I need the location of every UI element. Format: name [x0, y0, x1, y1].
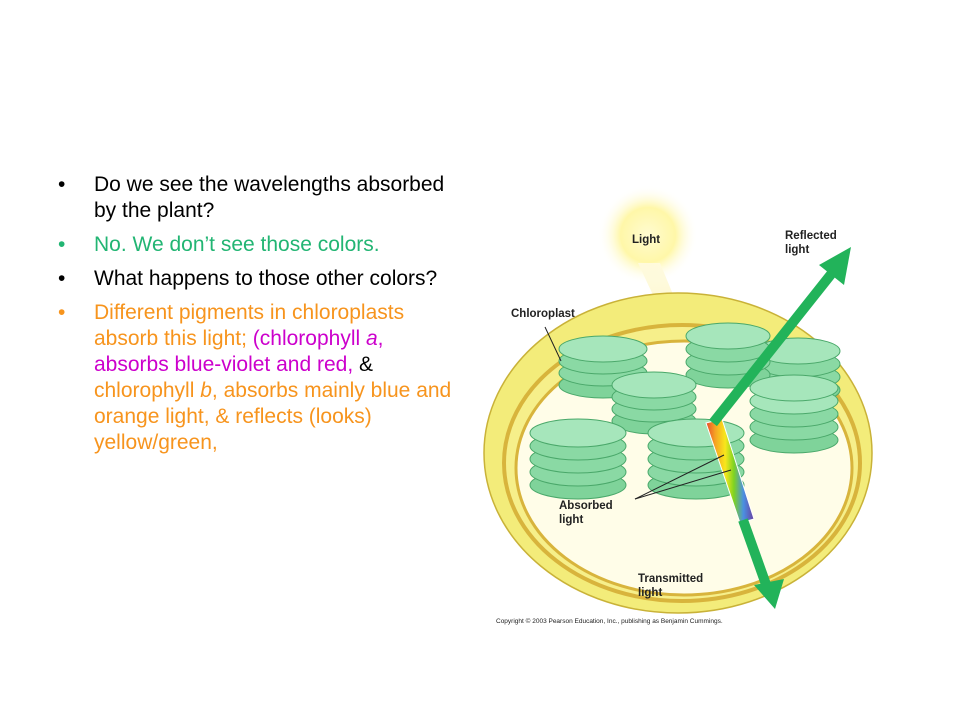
- sun-icon: [598, 185, 698, 285]
- label-reflected: Reflected: [785, 230, 837, 242]
- label-transmitted: Transmitted: [638, 573, 703, 585]
- bullet-item: • No. We don’t see those colors.: [58, 232, 458, 258]
- bullet-text-segment: , absorbs mainly blue and orange light, …: [94, 379, 452, 454]
- absorbed-leader-line: [634, 454, 725, 500]
- grana: [529, 322, 841, 500]
- transmitted-light-arrow: [738, 518, 784, 609]
- bullet-text: Do we see the wavelengths absorbed by th…: [94, 173, 445, 222]
- label-reflected: light: [785, 244, 809, 256]
- label-chloroplast: Chloroplast: [511, 308, 575, 320]
- chloroplast-leader-line: [544, 326, 562, 362]
- copyright-notice: Copyright © 2003 Pearson Education, Inc.…: [496, 617, 723, 625]
- bullet-dot: •: [58, 301, 66, 324]
- bullet-dot: •: [58, 267, 66, 290]
- bullet-item: • Do we see the wavelengths absorbed by …: [58, 172, 458, 224]
- label-transmitted: light: [638, 587, 662, 599]
- bullet-text-segment: , absorbs blue-violet and red,: [94, 327, 384, 376]
- bullet-text-segment: &: [359, 353, 374, 376]
- chloroplast-diagram: Light Reflected light Chloroplast Absorb…: [483, 185, 873, 625]
- bullet-dot: •: [58, 233, 66, 256]
- label-absorbed: Absorbed: [559, 500, 613, 512]
- bullet-item: • What happens to those other colors?: [58, 266, 458, 292]
- bullet-text-segment: Different pigments in chloroplasts absor…: [94, 301, 405, 350]
- bullet-dot: •: [58, 173, 66, 196]
- label-absorbed: light: [559, 514, 583, 526]
- bullet-text-segment: chlorophyll: [94, 379, 201, 402]
- bullet-text-segment: a: [365, 327, 378, 350]
- bullet-text: No. We don’t see those colors.: [94, 233, 380, 256]
- granum: [529, 418, 627, 500]
- bullet-item: • Different pigments in chloroplasts abs…: [58, 300, 458, 456]
- bullet-text: What happens to those other colors?: [94, 267, 438, 290]
- granum: [685, 322, 771, 389]
- bullet-text-segment: (chlorophyll: [252, 327, 366, 350]
- bullet-text-segment: b: [200, 379, 212, 402]
- label-light: Light: [632, 234, 660, 246]
- bullet-list: • Do we see the wavelengths absorbed by …: [58, 172, 458, 464]
- granum: [749, 374, 839, 454]
- absorbed-leader-line: [634, 469, 732, 500]
- reflected-light-arrow: [709, 247, 851, 427]
